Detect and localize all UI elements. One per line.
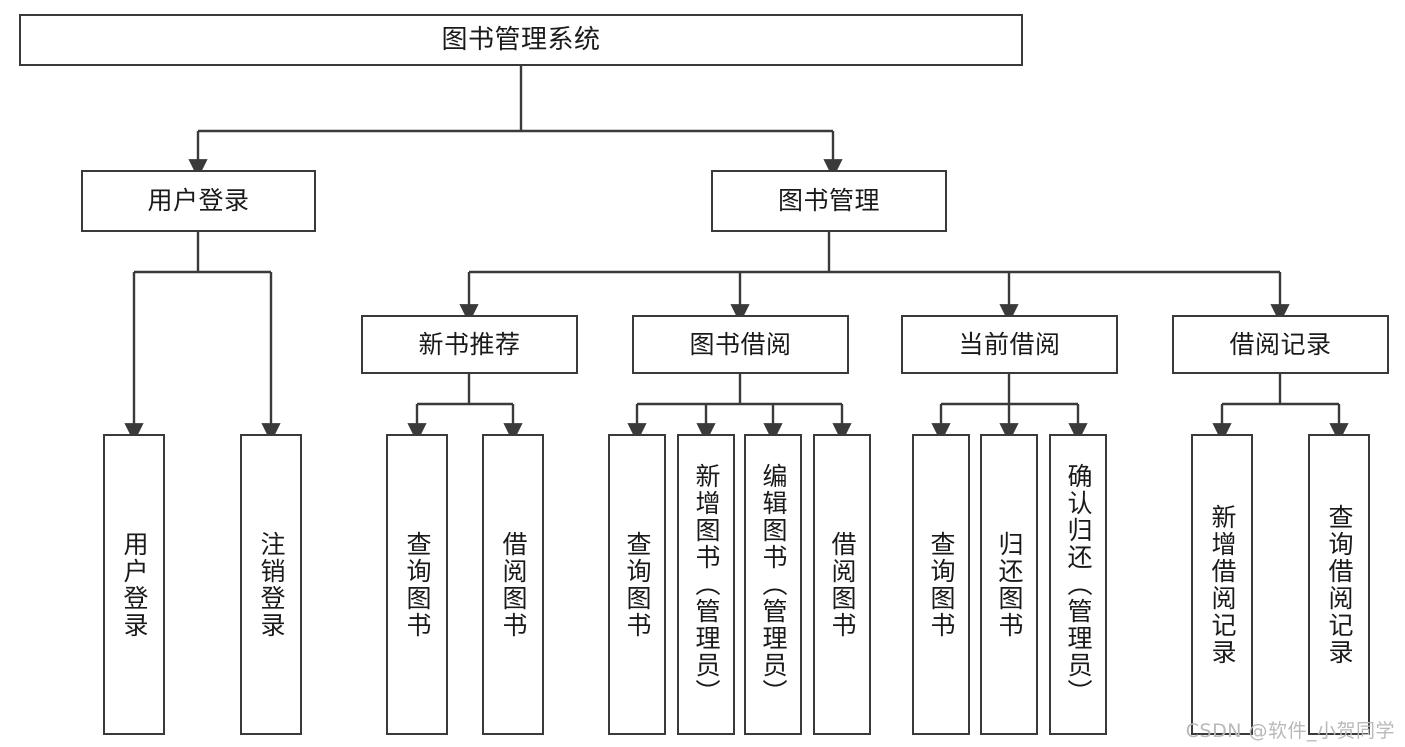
node-label: 借阅记录 xyxy=(1229,329,1332,359)
node-leaf-query-books-current[interactable]: 查询图书 xyxy=(912,434,970,735)
node-leaf-query-books-new[interactable]: 查询图书 xyxy=(386,434,448,735)
node-leaf-add-book-admin[interactable]: 新增图书（管理员） xyxy=(677,434,735,735)
node-leaf-return-books[interactable]: 归还图书 xyxy=(980,434,1038,735)
node-leaf-logout[interactable]: 注销登录 xyxy=(240,434,302,735)
node-label: 当前借阅 xyxy=(958,329,1061,359)
node-leaf-borrow-books[interactable]: 借阅图书 xyxy=(813,434,871,735)
node-label: 图书管理系统 xyxy=(441,24,601,55)
node-book-borrowing[interactable]: 图书借阅 xyxy=(632,315,849,374)
node-book-management[interactable]: 图书管理 xyxy=(711,170,947,232)
node-label: 查询图书 xyxy=(623,530,652,639)
node-label: 图书借阅 xyxy=(689,329,792,359)
node-label: 注销登录 xyxy=(257,530,286,639)
node-leaf-query-borrow-record[interactable]: 查询借阅记录 xyxy=(1308,434,1370,735)
node-label: 新增图书（管理员） xyxy=(692,463,721,706)
node-label: 新增借阅记录 xyxy=(1208,503,1237,666)
node-leaf-edit-book-admin[interactable]: 编辑图书（管理员） xyxy=(744,434,802,735)
node-label: 图书管理 xyxy=(777,186,880,216)
node-label: 新书推荐 xyxy=(418,329,521,359)
node-label: 借阅图书 xyxy=(828,530,857,639)
node-label: 编辑图书（管理员） xyxy=(759,463,788,706)
node-new-book-recommendation[interactable]: 新书推荐 xyxy=(361,315,578,374)
node-label: 查询图书 xyxy=(403,530,432,639)
node-leaf-query-books-borrow[interactable]: 查询图书 xyxy=(608,434,666,735)
node-label: 查询借阅记录 xyxy=(1325,503,1354,666)
node-leaf-user-login[interactable]: 用户登录 xyxy=(103,434,165,735)
node-root-system[interactable]: 图书管理系统 xyxy=(19,14,1023,66)
node-borrowing-record[interactable]: 借阅记录 xyxy=(1172,315,1389,374)
node-label: 用户登录 xyxy=(120,530,149,639)
node-current-borrowing[interactable]: 当前借阅 xyxy=(901,315,1118,374)
node-leaf-confirm-return-admin[interactable]: 确认归还（管理员） xyxy=(1049,434,1107,735)
node-leaf-borrow-books-new[interactable]: 借阅图书 xyxy=(482,434,544,735)
node-leaf-add-borrow-record[interactable]: 新增借阅记录 xyxy=(1191,434,1253,735)
node-label: 归还图书 xyxy=(995,530,1024,639)
node-label: 借阅图书 xyxy=(499,530,528,639)
node-label: 用户登录 xyxy=(147,186,250,216)
node-user-login[interactable]: 用户登录 xyxy=(81,170,316,232)
node-label: 确认归还（管理员） xyxy=(1064,463,1093,706)
node-label: 查询图书 xyxy=(927,530,956,639)
csdn-watermark: CSDN @软件_小贺同学 xyxy=(1185,720,1395,742)
